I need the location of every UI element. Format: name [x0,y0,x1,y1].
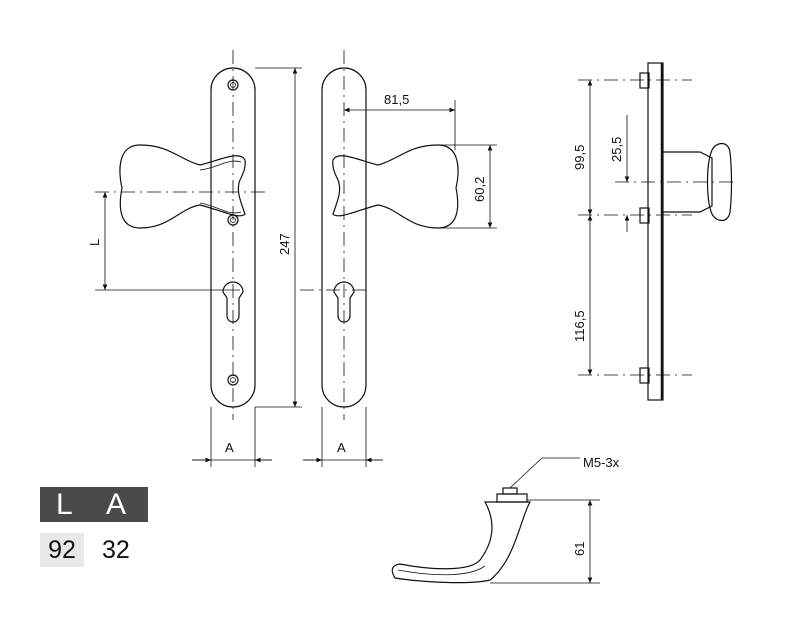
value-A: 32 [102,536,130,564]
dim-60-2: 60,2 [472,177,487,202]
dim-81-5: 81,5 [384,92,409,107]
dim-A-right: A [337,440,346,455]
dim-25-5: 25,5 [609,137,624,162]
header-L: L [56,488,73,521]
dim-L: L [87,239,102,246]
front-plate-left [95,50,270,420]
thread-label: M5-3x [583,455,620,470]
header-A: A [106,488,127,521]
value-L: 92 [40,533,84,567]
dim-247: 247 [277,233,292,255]
dim-116-5: 116,5 [572,310,587,342]
lever-view [391,487,532,584]
dim-99-5: 99,5 [572,145,587,170]
side-view [578,62,735,401]
dim-61: 61 [572,542,587,556]
front-plate-right [300,50,459,420]
table-header: L A [40,487,148,522]
dim-A-left: A [225,440,234,455]
